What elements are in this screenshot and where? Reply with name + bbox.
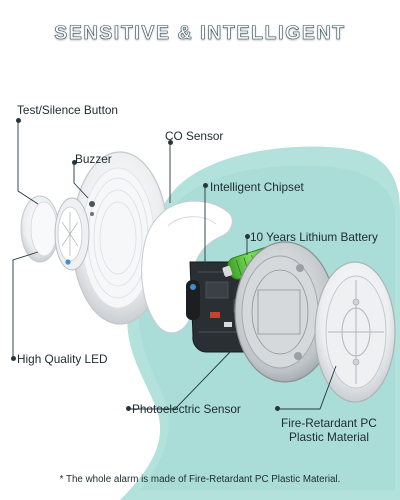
label-high-quality-led: High Quality LED	[17, 352, 108, 366]
label-buzzer: Buzzer	[75, 152, 112, 166]
label-fire-retardant: Fire-Retardant PC Plastic Material	[281, 416, 377, 444]
label-lithium-battery: 10 Years Lithium Battery	[250, 230, 378, 244]
label-test-silence-button: Test/Silence Button	[17, 103, 118, 117]
leader-dot-fire-retardant	[275, 406, 280, 411]
label-co-sensor: CO Sensor	[165, 129, 224, 143]
leader-dot-led	[11, 356, 16, 361]
label-intelligent-chipset: Intelligent Chipset	[210, 180, 304, 194]
label-fire-retardant-line1: Fire-Retardant PC	[281, 416, 377, 430]
leader-dot-buzzer	[72, 160, 77, 165]
leader-dot-co-sensor	[168, 140, 173, 145]
main-housing	[234, 241, 336, 383]
leader-dot-test-button	[16, 118, 21, 123]
leader-dot-battery	[245, 234, 250, 239]
leader-dot-photoelectric	[126, 406, 131, 411]
page-title: SENSITIVE & INTELLIGENT	[54, 22, 346, 45]
footnote: * The whole alarm is made of Fire-Retard…	[59, 474, 341, 485]
leader-dot-chipset	[203, 183, 208, 188]
test-button-disc	[20, 195, 60, 263]
mounting-plate	[314, 261, 396, 403]
label-photoelectric-sensor: Photoelectric Sensor	[132, 402, 241, 416]
leader-lines	[12, 121, 337, 410]
title-banner: SENSITIVE & INTELLIGENT	[0, 22, 400, 45]
label-fire-retardant-line2: Plastic Material	[289, 430, 369, 444]
